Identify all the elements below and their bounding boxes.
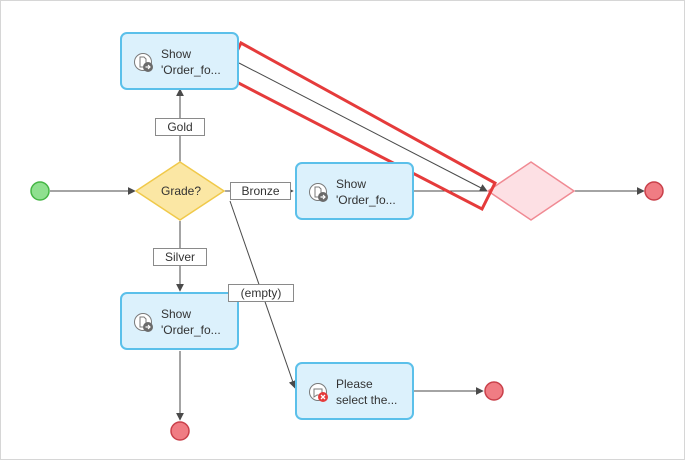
merge-diamond[interactable] (486, 161, 576, 221)
end-event-main[interactable] (644, 181, 664, 201)
activity-empty-line1: Please (336, 377, 373, 391)
end-event-empty[interactable] (484, 381, 504, 401)
edge-label-gold[interactable]: Gold (155, 118, 205, 136)
show-page-icon (308, 182, 330, 209)
edge-gold-to-merge[interactable] (238, 62, 488, 192)
edge-label-bronze[interactable]: Bronze (230, 182, 291, 200)
decision-diamond[interactable] (134, 161, 226, 221)
activity-show-silver[interactable]: Show 'Order_fo... (120, 292, 239, 350)
activity-bronze-line1: Show (336, 177, 367, 191)
activity-gold-line2: 'Order_fo... (161, 63, 221, 77)
activity-empty-line2: select the... (336, 393, 398, 407)
activity-bronze-line2: 'Order_fo... (336, 193, 396, 207)
activity-silver-line2: 'Order_fo... (161, 323, 221, 337)
start-event[interactable] (30, 181, 50, 201)
activity-show-gold[interactable]: Show 'Order_fo... (120, 32, 239, 90)
activity-validation-message[interactable]: Please select the... (295, 362, 414, 420)
activity-gold-line1: Show (161, 47, 192, 61)
show-page-icon (133, 52, 155, 79)
end-event-silver[interactable] (170, 421, 190, 441)
decision-label: Grade? (161, 184, 202, 198)
validation-message-icon (308, 382, 330, 409)
edge-label-empty[interactable]: (empty) (228, 284, 294, 302)
activity-silver-line1: Show (161, 307, 192, 321)
activity-show-bronze[interactable]: Show 'Order_fo... (295, 162, 414, 220)
edge-label-silver[interactable]: Silver (153, 248, 207, 266)
show-page-icon (133, 312, 155, 339)
